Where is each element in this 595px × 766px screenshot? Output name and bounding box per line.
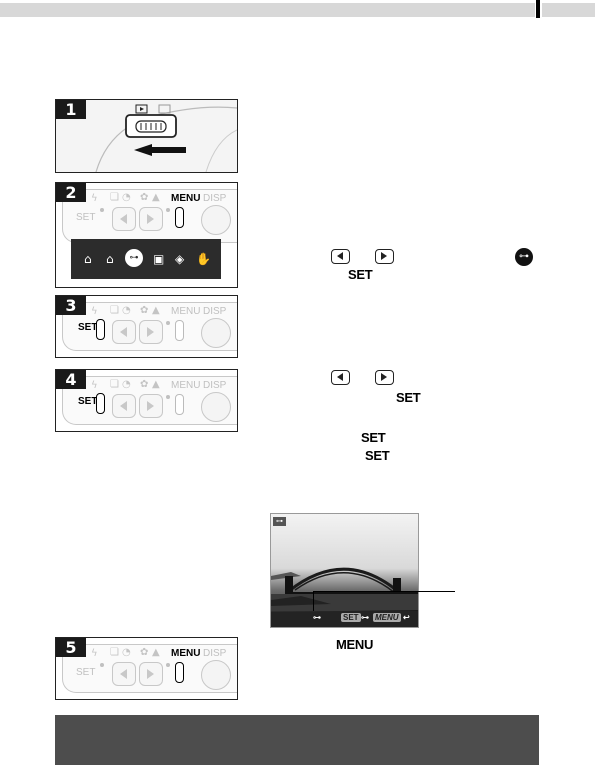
drive-mode-icon: ❏: [110, 647, 119, 658]
key-icon: ⊶: [125, 249, 143, 267]
macro-icon: ✿: [140, 379, 149, 390]
protect-selected-icon: ⌂: [106, 252, 114, 266]
lcd-screen-preview: ⊶ ⊶ SET ⊶ MENU ↩: [270, 513, 419, 628]
flash-icon: ϟ: [91, 193, 98, 204]
menu-button[interactable]: [175, 662, 184, 683]
menu-label: MENU: [171, 380, 201, 391]
header-bar-right: [542, 3, 595, 17]
step-number: 5: [56, 638, 86, 657]
step-number: 2: [56, 183, 86, 202]
step-2-illustration: 2 ϟ ❏ ◔ ✿ ▲ MENU DISP SET ⌂ ⌂ ⊶ ▣ ◈ ✋: [55, 182, 238, 288]
disp-label: DISP: [203, 380, 227, 391]
disp-button[interactable]: [201, 205, 231, 235]
right-button[interactable]: [139, 394, 163, 418]
header-tab-marker: [536, 0, 540, 18]
hand-icon: ✋: [196, 252, 211, 266]
menu-button-label: MENU: [336, 637, 374, 652]
callout-line-vertical: [313, 591, 314, 611]
set-button-label: SET: [361, 430, 386, 445]
flash-icon: ϟ: [91, 648, 98, 659]
diamond-icon: ◈: [175, 252, 185, 266]
set-label: SET: [78, 396, 98, 407]
disp-button[interactable]: [201, 660, 231, 690]
menu-button[interactable]: [175, 320, 184, 341]
timer-icon: ◔: [122, 305, 131, 316]
landscape-icon: ▲: [152, 192, 160, 203]
landscape-icon: ▲: [152, 379, 160, 390]
right-arrow-icon: [375, 249, 394, 264]
timer-icon: ◔: [122, 647, 131, 658]
disp-button[interactable]: [201, 318, 231, 348]
set-label: SET: [76, 212, 96, 223]
flash-icon: ϟ: [91, 306, 98, 317]
menu-label: MENU: [171, 648, 201, 659]
macro-icon: ✿: [140, 192, 149, 203]
key-icon: ⊶: [515, 248, 533, 266]
disp-button[interactable]: [201, 392, 231, 422]
flash-icon: ϟ: [91, 380, 98, 391]
set-button[interactable]: [96, 319, 105, 340]
macro-icon: ✿: [140, 647, 149, 658]
menu-button[interactable]: [175, 394, 184, 415]
step-5-illustration: 5 ϟ ❏ ◔ ✿ ▲ MENU DISP SET: [55, 637, 238, 700]
indicator-dot: [166, 663, 170, 667]
set-button-label: SET: [348, 267, 373, 282]
mode-switch-illustration: [95, 104, 237, 172]
drive-mode-icon: ❏: [110, 192, 119, 203]
disp-label: DISP: [203, 306, 227, 317]
macro-icon: ✿: [140, 305, 149, 316]
drive-mode-icon: ❏: [110, 305, 119, 316]
right-button[interactable]: [139, 662, 163, 686]
indicator-dot: [100, 208, 104, 212]
timer-icon: ◔: [122, 192, 131, 203]
left-button[interactable]: [112, 662, 136, 686]
key-icon: ⊶: [361, 613, 369, 622]
protect-all-icon: ⌂: [84, 252, 92, 266]
header-bar: [0, 3, 535, 17]
indicator-dot: [100, 663, 104, 667]
step-3-illustration: 3 ϟ ❏ ◔ ✿ ▲ MENU DISP SET: [55, 295, 238, 358]
set-label: SET: [78, 322, 98, 333]
screen-menu-label: MENU: [373, 613, 401, 622]
left-button[interactable]: [112, 394, 136, 418]
left-button[interactable]: [112, 320, 136, 344]
menu-button[interactable]: [175, 207, 184, 228]
menu-icon-strip: ⌂ ⌂ ⊶ ▣ ◈ ✋: [71, 239, 221, 279]
key-icon: ⊶: [313, 613, 321, 622]
right-button[interactable]: [139, 320, 163, 344]
disp-label: DISP: [203, 193, 227, 204]
return-icon: ↩: [403, 613, 410, 622]
disp-label: DISP: [203, 648, 227, 659]
indicator-dot: [166, 208, 170, 212]
menu-label: MENU: [171, 193, 201, 204]
left-arrow-icon: [331, 249, 350, 264]
frame-icon: ▣: [153, 252, 165, 266]
set-button[interactable]: [96, 393, 105, 414]
step-4-illustration: 4 ϟ ❏ ◔ ✿ ▲ MENU DISP SET: [55, 369, 238, 432]
indicator-dot: [166, 395, 170, 399]
step-number: 4: [56, 370, 86, 389]
set-button-label: SET: [396, 390, 421, 405]
set-button-label: SET: [365, 448, 390, 463]
step-1-illustration: 1: [55, 99, 238, 173]
drive-mode-icon: ❏: [110, 379, 119, 390]
left-arrow-icon: [331, 370, 350, 385]
screen-set-label: SET: [341, 613, 361, 622]
indicator-dot: [166, 321, 170, 325]
timer-icon: ◔: [122, 379, 131, 390]
set-label: SET: [76, 667, 96, 678]
landscape-icon: ▲: [152, 647, 160, 658]
key-icon: ⊶: [273, 517, 286, 526]
left-button[interactable]: [112, 207, 136, 231]
step-number: 1: [56, 100, 86, 119]
screen-status-row: ⊶ SET ⊶ MENU ↩: [271, 611, 418, 627]
right-arrow-icon: [375, 370, 394, 385]
note-bar: [55, 715, 539, 765]
callout-line-horizontal: [313, 591, 455, 592]
right-button[interactable]: [139, 207, 163, 231]
step-number: 3: [56, 296, 86, 315]
landscape-icon: ▲: [152, 305, 160, 316]
menu-label: MENU: [171, 306, 201, 317]
